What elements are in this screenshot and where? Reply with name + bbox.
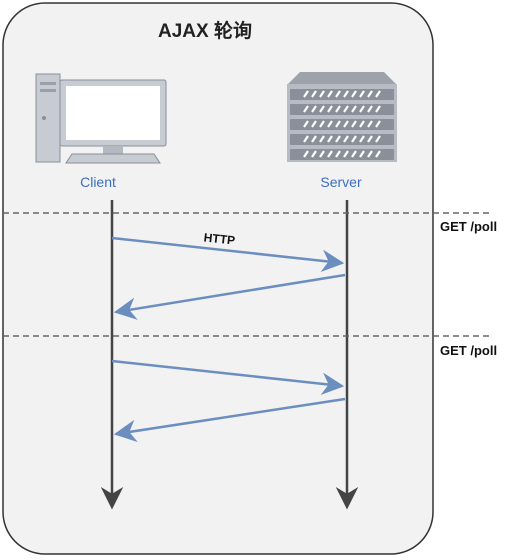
request-label: HTTP bbox=[203, 230, 236, 247]
request-arrow bbox=[111, 359, 345, 395]
poll-label: GET /poll bbox=[440, 219, 497, 234]
diagram-title: AJAX 轮询 bbox=[158, 19, 252, 42]
server-label: Server bbox=[320, 174, 362, 190]
response-arrow bbox=[113, 273, 346, 320]
desktop-computer-icon bbox=[35, 73, 167, 164]
poll-label: GET /poll bbox=[440, 343, 497, 358]
response-arrow bbox=[113, 397, 346, 443]
client-label: Client bbox=[80, 174, 116, 190]
server-rack-icon bbox=[287, 72, 397, 162]
request-arrow bbox=[111, 236, 345, 272]
